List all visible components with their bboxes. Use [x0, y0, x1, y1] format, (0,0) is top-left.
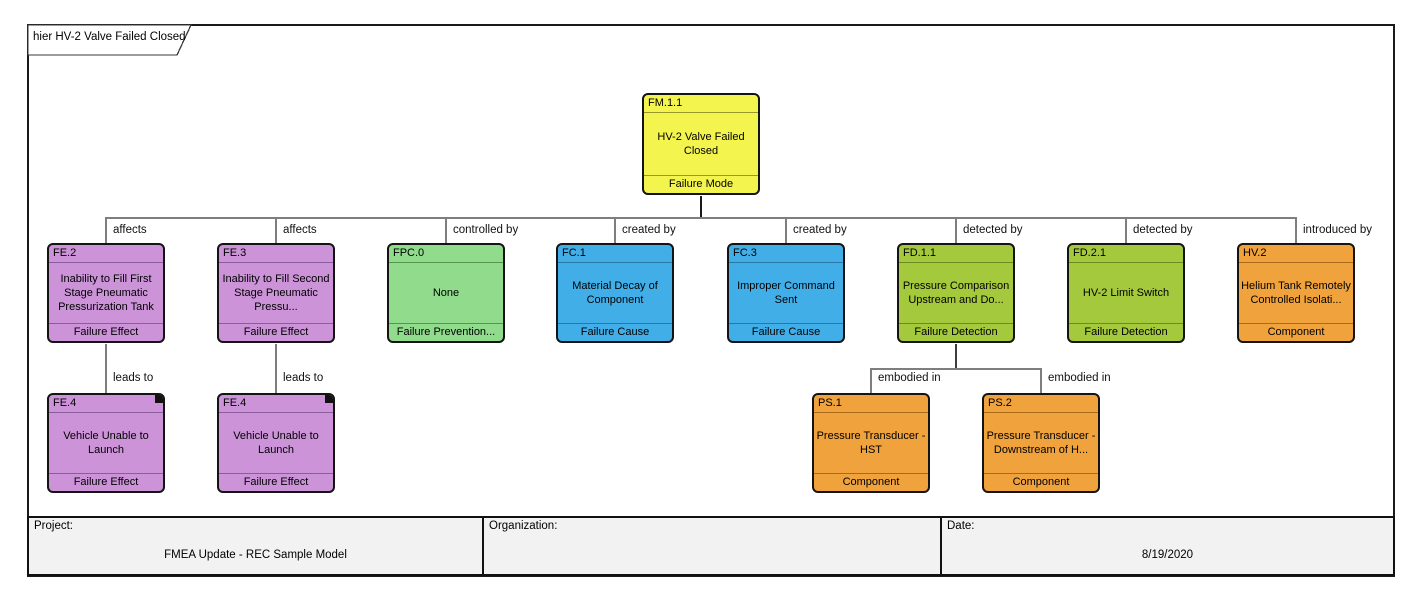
node-fe-3[interactable]: FE.3 Inability to Fill Second Stage Pneu… [217, 243, 335, 343]
node-id: FD.2.1 [1069, 245, 1183, 263]
node-id: FE.3 [219, 245, 333, 263]
node-fe-4-right[interactable]: FE.4 Vehicle Unable to Launch Failure Ef… [217, 393, 335, 493]
node-type: Failure Effect [219, 323, 333, 341]
node-type: Failure Effect [49, 473, 163, 491]
node-ps-1[interactable]: PS.1 Pressure Transducer - HST Component [812, 393, 930, 493]
node-type: Component [814, 473, 928, 491]
node-label: Inability to Fill First Stage Pneumatic … [58, 273, 154, 313]
node-label: Pressure Comparison Upstream and Do... [902, 280, 1010, 306]
node-type: Component [1239, 323, 1353, 341]
node-label: Helium Tank Remotely Controlled Isolati.… [1241, 280, 1351, 306]
edge-label-affects: affects [113, 224, 147, 236]
node-fe-2[interactable]: FE.2 Inability to Fill First Stage Pneum… [47, 243, 165, 343]
edge-label-created-by: created by [793, 224, 847, 236]
edge-label-created-by: created by [622, 224, 676, 236]
edge-label-affects: affects [283, 224, 317, 236]
node-id: FM.1.1 [644, 95, 758, 113]
diagram-tab-shape [27, 24, 193, 56]
node-id: FC.3 [729, 245, 843, 263]
edge-label-leads-to: leads to [113, 372, 154, 384]
node-hv-2[interactable]: HV.2 Helium Tank Remotely Controlled Iso… [1237, 243, 1355, 343]
node-label: Vehicle Unable to Launch [63, 430, 149, 456]
node-id: FD.1.1 [899, 245, 1013, 263]
node-label: Improper Command Sent [737, 280, 835, 306]
node-id: FE.4 [49, 395, 163, 413]
node-id: PS.2 [984, 395, 1098, 413]
date-label: Date: [947, 520, 975, 532]
edge-label-controlled-by: controlled by [453, 224, 519, 236]
organization-cell: Organization: [484, 518, 942, 574]
node-id: HV.2 [1239, 245, 1353, 263]
node-id: FE.4 [219, 395, 333, 413]
node-fe-4-left[interactable]: FE.4 Vehicle Unable to Launch Failure Ef… [47, 393, 165, 493]
date-cell: Date: 8/19/2020 [942, 518, 1393, 574]
node-label: Inability to Fill Second Stage Pneumatic… [222, 273, 330, 313]
diagram-frame [27, 24, 1395, 577]
node-fd-1-1[interactable]: FD.1.1 Pressure Comparison Upstream and … [897, 243, 1015, 343]
project-value: FMEA Update - REC Sample Model [164, 549, 347, 561]
node-type: Failure Cause [729, 323, 843, 341]
duplicate-marker [325, 395, 333, 403]
node-id: FE.2 [49, 245, 163, 263]
duplicate-marker [155, 395, 163, 403]
node-label: Vehicle Unable to Launch [233, 430, 319, 456]
node-fc-3[interactable]: FC.3 Improper Command Sent Failure Cause [727, 243, 845, 343]
node-type: Failure Cause [558, 323, 672, 341]
node-fc-1[interactable]: FC.1 Material Decay of Component Failure… [556, 243, 674, 343]
organization-label: Organization: [489, 520, 558, 532]
node-fd-2-1[interactable]: FD.2.1 HV-2 Limit Switch Failure Detecti… [1067, 243, 1185, 343]
node-label: None [432, 287, 460, 299]
node-ps-2[interactable]: PS.2 Pressure Transducer - Downstream of… [982, 393, 1100, 493]
edge-label-detected-by: detected by [1133, 224, 1193, 236]
node-type: Failure Prevention... [389, 323, 503, 341]
edge-label-embodied-in: embodied in [878, 372, 941, 384]
diagram-tab-title[interactable]: hier HV-2 Valve Failed Closed [33, 31, 186, 43]
node-label: HV-2 Limit Switch [1082, 287, 1170, 299]
node-id: PS.1 [814, 395, 928, 413]
node-type: Failure Mode [644, 175, 758, 193]
node-id: FC.1 [558, 245, 672, 263]
node-type: Failure Detection [1069, 323, 1183, 341]
node-label: HV-2 Valve Failed Closed [657, 131, 745, 157]
project-label: Project: [34, 520, 73, 532]
title-block: Project: FMEA Update - REC Sample Model … [27, 516, 1395, 576]
node-label: Material Decay of Component [572, 280, 658, 306]
node-type: Component [984, 473, 1098, 491]
edge-label-embodied-in: embodied in [1048, 372, 1111, 384]
node-label: Pressure Transducer - Downstream of H... [986, 430, 1096, 456]
project-cell: Project: FMEA Update - REC Sample Model [29, 518, 484, 574]
node-label: Pressure Transducer - HST [816, 430, 926, 456]
node-fpc-0[interactable]: FPC.0 None Failure Prevention... [387, 243, 505, 343]
node-type: Failure Effect [219, 473, 333, 491]
edge-label-introduced-by: introduced by [1303, 224, 1373, 236]
date-value: 8/19/2020 [1141, 549, 1194, 561]
node-id: FPC.0 [389, 245, 503, 263]
node-fm-1-1[interactable]: FM.1.1 HV-2 Valve Failed Closed Failure … [642, 93, 760, 195]
edge-label-detected-by: detected by [963, 224, 1023, 236]
edge-label-leads-to: leads to [283, 372, 324, 384]
node-type: Failure Effect [49, 323, 163, 341]
node-type: Failure Detection [899, 323, 1013, 341]
